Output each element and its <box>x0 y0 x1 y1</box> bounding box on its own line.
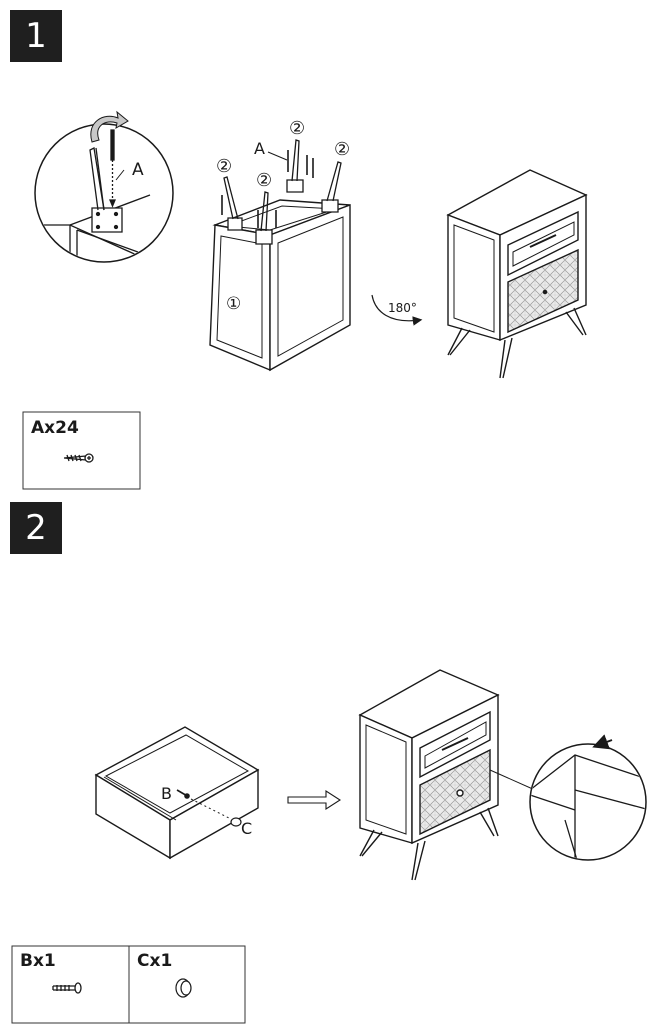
callout-a-main: A <box>254 139 265 158</box>
parts-label-ax24: Ax24 <box>31 418 79 438</box>
screw-b-marker <box>176 789 242 827</box>
callout-b: B <box>161 784 172 803</box>
callout-c: C <box>241 819 252 838</box>
rotation-label: 180° <box>388 301 417 315</box>
knob-icon <box>175 978 192 998</box>
step-2-badge: 2 <box>10 502 62 554</box>
screw-icon <box>63 453 94 463</box>
parts-box-step1 <box>22 411 141 490</box>
parts-label-cx1: Cx1 <box>137 951 172 971</box>
callout-leg-3: ② <box>289 118 305 139</box>
step2-cabinet <box>358 669 536 881</box>
step1-legs <box>221 139 342 245</box>
step2-detail-circle <box>529 734 647 861</box>
parts-box-step2 <box>11 945 246 1024</box>
callout-body-1: ① <box>226 294 241 314</box>
callout-leg-2: ② <box>256 170 272 191</box>
next-arrow <box>287 789 342 811</box>
step-1-badge: 1 <box>10 10 62 62</box>
rotation-arrow <box>371 294 423 326</box>
bolt-icon <box>52 982 82 994</box>
callout-leg-1: ② <box>216 156 232 177</box>
step1-detail-circle <box>34 110 174 263</box>
step1-cabinet-inverted <box>209 199 351 372</box>
callout-a-detail: A <box>132 160 144 180</box>
parts-label-bx1: Bx1 <box>20 951 56 971</box>
callout-leg-4: ② <box>334 139 350 160</box>
step2-drawer <box>94 726 260 860</box>
step1-cabinet-upright <box>446 169 588 379</box>
